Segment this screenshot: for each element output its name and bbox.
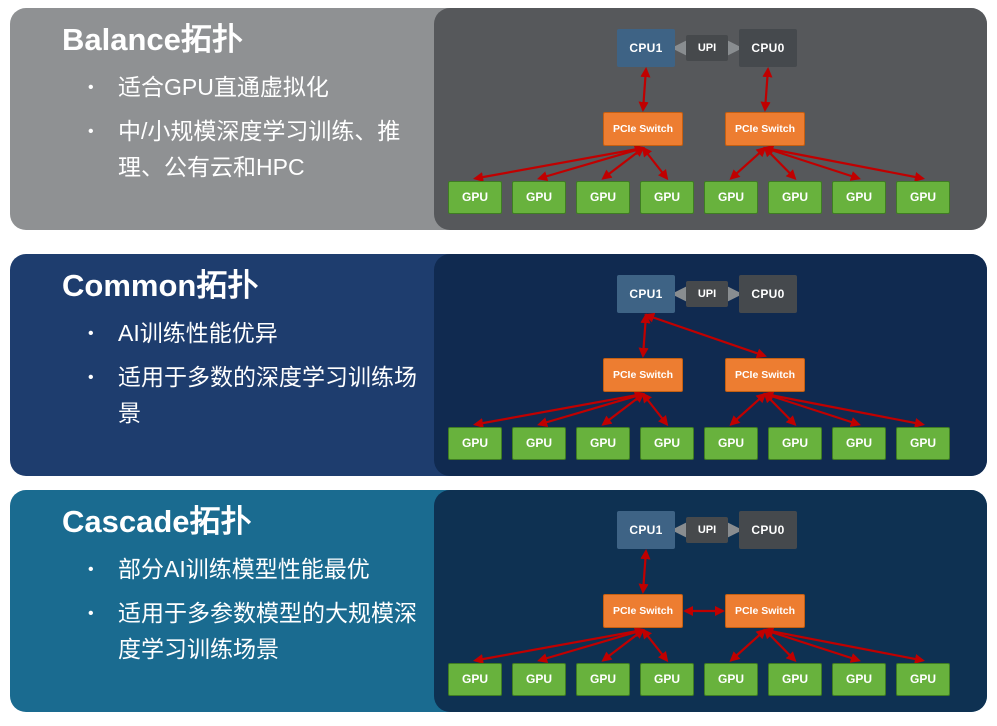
pcie-switch-node: PCIe Switch: [725, 358, 805, 392]
bullet-text: 中/小规模深度学习训练、推理、公有云和HPC: [118, 117, 401, 180]
bullet-text: AI训练性能优异: [118, 320, 278, 347]
upi-label: UPI: [686, 281, 728, 307]
gpu-node: GPU: [896, 426, 950, 460]
bullet-text: 适用于多参数模型的大规模深度学习训练场景: [118, 599, 417, 662]
gpu-node: GPU: [832, 426, 886, 460]
bullet-item: • 部分AI训练模型性能最优: [88, 552, 434, 588]
bullet-text: 适合GPU直通虚拟化: [118, 74, 329, 101]
cpu1-node: CPU1: [617, 275, 675, 313]
gpu-node: GPU: [704, 426, 758, 460]
pcie-switch-node: PCIe Switch: [603, 594, 683, 628]
cpu1-node: CPU1: [617, 29, 675, 67]
bullet-item: • 适用于多参数模型的大规模深度学习训练场景: [88, 596, 434, 667]
cpu0-node: CPU0: [739, 511, 797, 549]
cpu1-node: CPU1: [617, 511, 675, 549]
panel-text: Balance拓扑 • 适合GPU直通虚拟化 • 中/小规模深度学习训练、推理、…: [62, 20, 434, 185]
bullet-dot: •: [88, 325, 94, 343]
bullet-item: • 中/小规模深度学习训练、推理、公有云和HPC: [88, 114, 434, 185]
bullet-dot: •: [88, 79, 94, 97]
gpu-node: GPU: [576, 180, 630, 214]
panel-title-balance: Balance拓扑: [62, 22, 243, 57]
bullet-dot: •: [88, 604, 94, 622]
pcie-switch-node: PCIe Switch: [603, 112, 683, 146]
pcie-switch-node: PCIe Switch: [603, 358, 683, 392]
cpu0-node: CPU0: [739, 275, 797, 313]
gpu-node: GPU: [704, 662, 758, 696]
gpu-node: GPU: [448, 662, 502, 696]
panel-title-cascade: Cascade拓扑: [62, 504, 252, 539]
panel-cascade: Cascade拓扑 • 部分AI训练模型性能最优 • 适用于多参数模型的大规模深…: [10, 490, 987, 712]
pcie-switch-node: PCIe Switch: [725, 112, 805, 146]
gpu-node: GPU: [768, 180, 822, 214]
gpu-node: GPU: [832, 180, 886, 214]
bullet-item: • 适合GPU直通虚拟化: [88, 70, 434, 106]
gpu-node: GPU: [512, 662, 566, 696]
gpu-node: GPU: [896, 180, 950, 214]
cpu0-node: CPU0: [739, 29, 797, 67]
gpu-node: GPU: [448, 426, 502, 460]
pcie-switch-node: PCIe Switch: [725, 594, 805, 628]
bullet-text: 适用于多数的深度学习训练场景: [118, 363, 417, 426]
topology-slide: Balance拓扑 • 适合GPU直通虚拟化 • 中/小规模深度学习训练、推理、…: [0, 8, 997, 726]
gpu-node: GPU: [896, 662, 950, 696]
panel-title-common: Common拓扑: [62, 268, 259, 303]
gpu-node: GPU: [640, 180, 694, 214]
upi-label: UPI: [686, 517, 728, 543]
bullet-item: • AI训练性能优异: [88, 316, 434, 352]
gpu-node: GPU: [832, 662, 886, 696]
upi-label: UPI: [686, 35, 728, 61]
bullet-dot: •: [88, 122, 94, 140]
gpu-node: GPU: [448, 180, 502, 214]
panel-text: Cascade拓扑 • 部分AI训练模型性能最优 • 适用于多参数模型的大规模深…: [62, 502, 434, 667]
bullet-text: 部分AI训练模型性能最优: [118, 556, 370, 583]
gpu-node: GPU: [704, 180, 758, 214]
gpu-node: GPU: [768, 426, 822, 460]
bullet-item: • 适用于多数的深度学习训练场景: [88, 360, 434, 431]
gpu-node: GPU: [640, 426, 694, 460]
gpu-node: GPU: [640, 662, 694, 696]
bullet-dot: •: [88, 561, 94, 579]
gpu-node: GPU: [512, 426, 566, 460]
gpu-node: GPU: [512, 180, 566, 214]
bullet-dot: •: [88, 368, 94, 386]
gpu-node: GPU: [576, 426, 630, 460]
panel-text: Common拓扑 • AI训练性能优异 • 适用于多数的深度学习训练场景: [62, 266, 434, 431]
gpu-node: GPU: [576, 662, 630, 696]
panel-balance: Balance拓扑 • 适合GPU直通虚拟化 • 中/小规模深度学习训练、推理、…: [10, 8, 987, 230]
gpu-node: GPU: [768, 662, 822, 696]
panel-common: Common拓扑 • AI训练性能优异 • 适用于多数的深度学习训练场景 CPU…: [10, 254, 987, 476]
